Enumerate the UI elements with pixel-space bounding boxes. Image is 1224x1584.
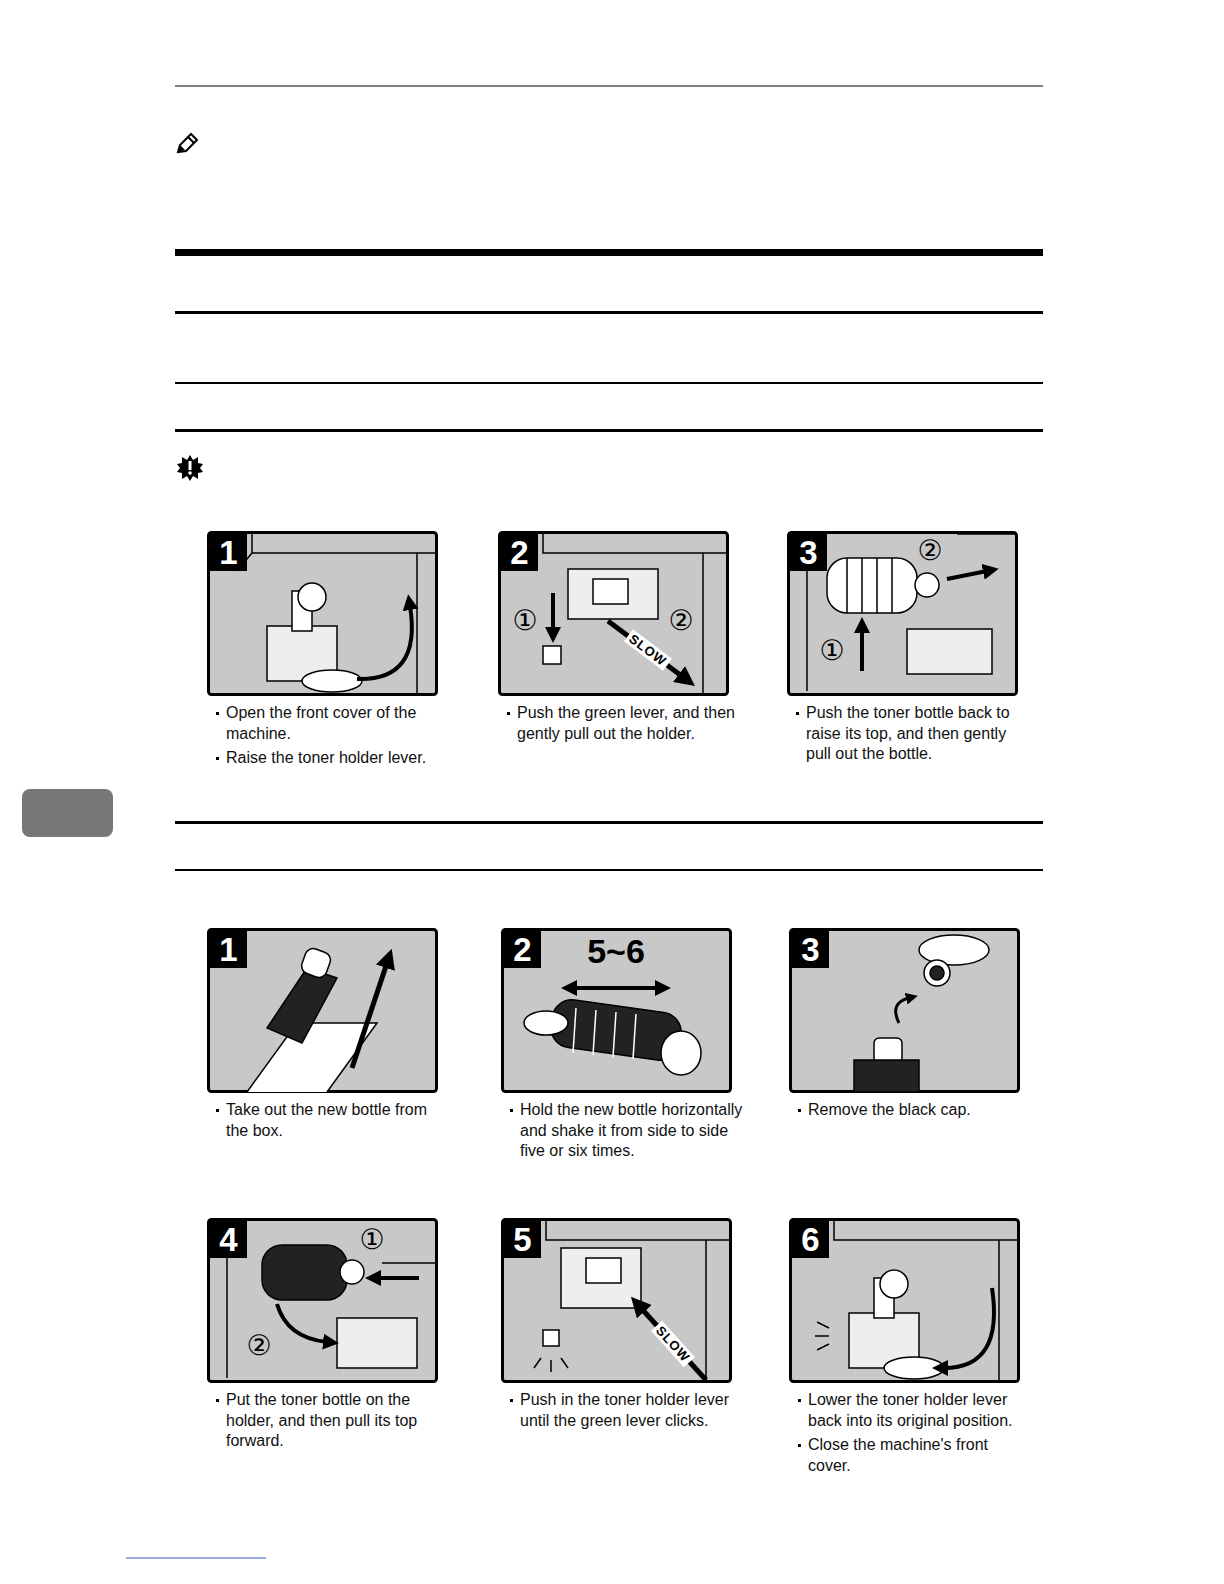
note-icon xyxy=(178,134,197,152)
step-caption: Put the toner bottle on the holder, and … xyxy=(215,1390,449,1456)
instruction-text: Open the front cover of the machine. xyxy=(215,703,449,744)
step-caption: Push the green lever, and then gently pu… xyxy=(506,703,740,748)
header-rule xyxy=(175,86,1043,87)
count-label: 5~6 xyxy=(585,934,647,968)
section-bar xyxy=(175,249,1043,256)
callout-number: ① xyxy=(819,637,844,665)
step-panel: 6Lower the toner holder lever back into … xyxy=(789,1218,1021,1382)
rule xyxy=(175,869,1043,871)
step-caption: Push in the toner holder lever until the… xyxy=(509,1390,743,1435)
illustration xyxy=(247,946,387,1092)
step-caption: Lower the toner holder lever back into i… xyxy=(797,1390,1031,1480)
illustration xyxy=(227,1221,435,1378)
step-caption: Take out the new bottle from the box. xyxy=(215,1100,449,1145)
step-number: 2 xyxy=(501,534,538,571)
link-underline xyxy=(126,1558,266,1559)
illustration xyxy=(534,1221,729,1382)
chapter-tab xyxy=(22,789,113,837)
step-panel: 1Take out the new bottle from the box. xyxy=(207,928,439,1092)
step-panel: 3Push the toner bottle back to raise its… xyxy=(787,531,1019,695)
illustration xyxy=(524,988,701,1075)
instruction-text: Hold the new bottle horizontally and sha… xyxy=(509,1100,743,1162)
step-caption: Remove the black cap. xyxy=(797,1100,1031,1125)
important-icon xyxy=(177,455,203,481)
step-panel: 1Open the front cover of the machine.Rai… xyxy=(207,531,439,695)
rule xyxy=(175,429,1043,432)
step-caption: Push the toner bottle back to raise its … xyxy=(795,703,1029,769)
illustration xyxy=(543,534,726,695)
rule xyxy=(175,311,1043,314)
instruction-text: Push the toner bottle back to raise its … xyxy=(795,703,1029,765)
rule xyxy=(175,821,1043,824)
step-panel: 4Put the toner bottle on the holder, and… xyxy=(207,1218,439,1382)
step-number: 5 xyxy=(504,1221,541,1258)
illustration xyxy=(854,935,989,1092)
instruction-text: Raise the toner holder lever. xyxy=(215,748,449,769)
instruction-text: Close the machine's front cover. xyxy=(797,1435,1031,1476)
step-panel: 3Remove the black cap. xyxy=(789,928,1021,1092)
rule xyxy=(175,382,1043,384)
step-number: 3 xyxy=(790,534,827,571)
panel-frames xyxy=(209,533,1019,1382)
illustration xyxy=(815,1221,1017,1382)
callout-number: ① xyxy=(512,607,537,635)
step-number: 1 xyxy=(210,534,247,571)
step-number: 4 xyxy=(210,1221,247,1258)
instruction-text: Push in the toner holder lever until the… xyxy=(509,1390,743,1431)
step-caption: Hold the new bottle horizontally and sha… xyxy=(509,1100,743,1166)
instruction-text: Put the toner bottle on the holder, and … xyxy=(215,1390,449,1452)
illustration xyxy=(237,534,435,695)
step-number: 2 xyxy=(504,931,541,968)
step-panel: 5Push in the toner holder lever until th… xyxy=(501,1218,733,1382)
instruction-text: Remove the black cap. xyxy=(797,1100,1031,1121)
instruction-text: Take out the new bottle from the box. xyxy=(215,1100,449,1141)
illustration xyxy=(807,534,1015,691)
step-caption: Open the front cover of the machine. Rais… xyxy=(215,703,449,773)
step-number: 3 xyxy=(792,931,829,968)
step-number: 1 xyxy=(210,931,247,968)
callout-number: ② xyxy=(668,607,693,635)
instruction-text: Push the green lever, and then gently pu… xyxy=(506,703,740,744)
callout-number: ① xyxy=(359,1226,384,1254)
instruction-text: Lower the toner holder lever back into i… xyxy=(797,1390,1031,1431)
step-number: 6 xyxy=(792,1221,829,1258)
callout-number: ② xyxy=(917,537,942,565)
callout-number: ② xyxy=(246,1332,271,1360)
